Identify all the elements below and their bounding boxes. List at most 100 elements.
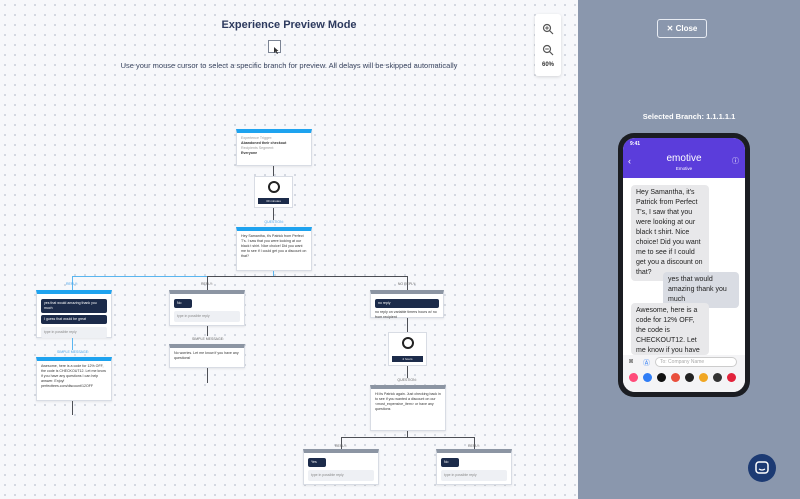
reply-input[interactable]: type in possible reply bbox=[41, 327, 107, 338]
reply-node[interactable]: No type in possible reply bbox=[436, 449, 512, 485]
phone-time: 9:41 bbox=[630, 141, 641, 147]
connector bbox=[72, 276, 73, 290]
question-text: Hey Samantha, it's Patrick from Perfect … bbox=[241, 234, 307, 258]
delay-value: 30 minutes bbox=[258, 198, 289, 204]
zoom-controls: 60% bbox=[535, 14, 561, 76]
connector bbox=[273, 208, 274, 220]
connector bbox=[273, 271, 274, 276]
question-node[interactable]: Hey Samantha, it's Patrick from Perfect … bbox=[236, 227, 312, 271]
message-bubble-in: Awesome, here is a code for 12% OFF, the… bbox=[631, 303, 709, 355]
trigger-value: Abandoned their checkout bbox=[241, 141, 287, 145]
reply-option: No bbox=[174, 299, 192, 308]
camera-icon[interactable]: ◙ bbox=[629, 358, 634, 365]
connector bbox=[341, 437, 342, 449]
simple-message-node[interactable]: No worries. Let me know if you have any … bbox=[169, 344, 245, 368]
chat-launcher-button[interactable] bbox=[748, 454, 776, 482]
connector bbox=[407, 276, 408, 290]
no-reply-label: NO REPLY: bbox=[397, 282, 417, 286]
app-icon[interactable] bbox=[685, 373, 694, 382]
trigger-label: Experience Trigger: bbox=[241, 136, 273, 140]
appstore-icon[interactable] bbox=[643, 373, 652, 382]
connector bbox=[273, 166, 274, 176]
reply-label: REPLY: bbox=[66, 282, 78, 286]
connector bbox=[207, 368, 208, 383]
close-icon: ✕ bbox=[666, 24, 676, 33]
app-icon-row bbox=[629, 373, 739, 384]
recipients-value: Everyone bbox=[241, 151, 258, 155]
phone-screen: 9:41 ‹ emotive Emotive ⓘ Hey Samantha, i… bbox=[623, 138, 745, 392]
cursor-icon bbox=[268, 40, 281, 54]
connector bbox=[407, 318, 408, 332]
simple-message-text: Awesome, here is a code for 12% OFF, the… bbox=[41, 364, 106, 388]
reply-option: no reply bbox=[375, 299, 439, 308]
simple-message-text: No worries. Let me know if you have any … bbox=[174, 351, 239, 360]
memoji-icon[interactable] bbox=[699, 373, 708, 382]
connector bbox=[207, 276, 208, 290]
applepay-icon[interactable] bbox=[657, 373, 666, 382]
question-text: Hi its Patrick again. Just checking back… bbox=[375, 392, 441, 411]
connector bbox=[341, 437, 474, 438]
reply-node[interactable]: Yes type in possible reply bbox=[303, 449, 379, 485]
phone-brand: emotive bbox=[666, 153, 702, 164]
reply-label: REPLY: bbox=[468, 444, 480, 448]
message-input[interactable]: To: Company Name bbox=[655, 357, 737, 367]
reply-node-mid[interactable]: No type in possible reply bbox=[169, 290, 245, 326]
question-label: QUESTION: bbox=[397, 378, 417, 382]
message-bubble-in: Hey Samantha, it's Patrick from Perfect … bbox=[631, 185, 709, 281]
connector bbox=[72, 276, 274, 277]
connector bbox=[407, 431, 408, 437]
chat-icon bbox=[755, 461, 769, 474]
appstore-icon[interactable]: Ⓐ bbox=[643, 360, 650, 367]
timer-icon bbox=[267, 181, 280, 193]
trigger-node[interactable]: Experience Trigger: Abandoned their chec… bbox=[236, 129, 312, 166]
reply-input[interactable]: type in possible reply bbox=[308, 470, 374, 481]
phone-header: 9:41 ‹ emotive Emotive ⓘ bbox=[623, 138, 745, 178]
no-reply-note: no reply on variable timers hours w/ no … bbox=[375, 310, 437, 319]
connector bbox=[207, 326, 208, 336]
no-reply-node[interactable]: no reply no reply on variable timers hou… bbox=[370, 290, 444, 319]
zoom-out-icon[interactable] bbox=[542, 44, 554, 56]
phone-mockup: 9:41 ‹ emotive Emotive ⓘ Hey Samantha, i… bbox=[618, 133, 750, 397]
back-icon[interactable]: ‹ bbox=[628, 156, 631, 166]
connector bbox=[72, 401, 73, 415]
reply-input[interactable]: type in possible reply bbox=[441, 470, 507, 481]
phone-sub: Emotive bbox=[675, 166, 693, 171]
flow-canvas[interactable]: Experience Preview Mode Use your mouse c… bbox=[0, 0, 578, 499]
simple-message-label: SIMPLE MESSAGE: bbox=[191, 337, 225, 341]
connector bbox=[207, 276, 407, 277]
zoom-in-icon[interactable] bbox=[542, 23, 554, 35]
timer-icon bbox=[401, 337, 414, 349]
delay-node[interactable]: 2 hours bbox=[388, 332, 427, 366]
reply-input[interactable]: type in possible reply bbox=[174, 311, 240, 322]
question-node[interactable]: Hi its Patrick again. Just checking back… bbox=[370, 385, 446, 431]
page-subtitle: Use your mouse cursor to select a specif… bbox=[120, 61, 458, 70]
reply-node-left[interactable]: yes that would amazing thank you much I … bbox=[36, 290, 112, 338]
reply-option: I guess that would be great bbox=[41, 315, 107, 324]
selected-branch: Selected Branch: 1.1.1.1.1 bbox=[642, 112, 736, 121]
reply-option: No bbox=[441, 458, 459, 467]
delay-node[interactable]: 30 minutes bbox=[254, 176, 293, 208]
message-bubble-out: yes that would amazing thank you much bbox=[663, 272, 739, 308]
close-button[interactable]: ✕ Close bbox=[657, 19, 707, 38]
reply-label: REPLY: bbox=[201, 282, 213, 286]
music-icon[interactable] bbox=[671, 373, 680, 382]
phone-input-area: ◙ Ⓐ To: Company Name bbox=[623, 355, 745, 392]
app-icon[interactable] bbox=[713, 373, 722, 382]
connector bbox=[407, 366, 408, 378]
info-icon[interactable]: ⓘ bbox=[732, 158, 739, 165]
delay-value: 2 hours bbox=[392, 356, 423, 362]
recipients-label: Recipients Segment: bbox=[241, 146, 275, 150]
zoom-level: 60% bbox=[541, 62, 554, 68]
page-title: Experience Preview Mode bbox=[221, 19, 357, 31]
connector bbox=[72, 338, 73, 350]
question-label: QUESTION: bbox=[264, 220, 284, 224]
reply-option: Yes bbox=[308, 458, 326, 467]
photos-icon[interactable] bbox=[629, 373, 638, 382]
close-label: Close bbox=[675, 24, 698, 33]
simple-message-node[interactable]: Awesome, here is a code for 12% OFF, the… bbox=[36, 357, 112, 401]
heart-icon[interactable] bbox=[727, 373, 736, 382]
connector bbox=[474, 437, 475, 449]
reply-option: yes that would amazing thank you much bbox=[41, 299, 107, 313]
simple-message-label: SIMPLE MESSAGE: bbox=[56, 350, 90, 354]
reply-label: REPLY: bbox=[335, 444, 347, 448]
